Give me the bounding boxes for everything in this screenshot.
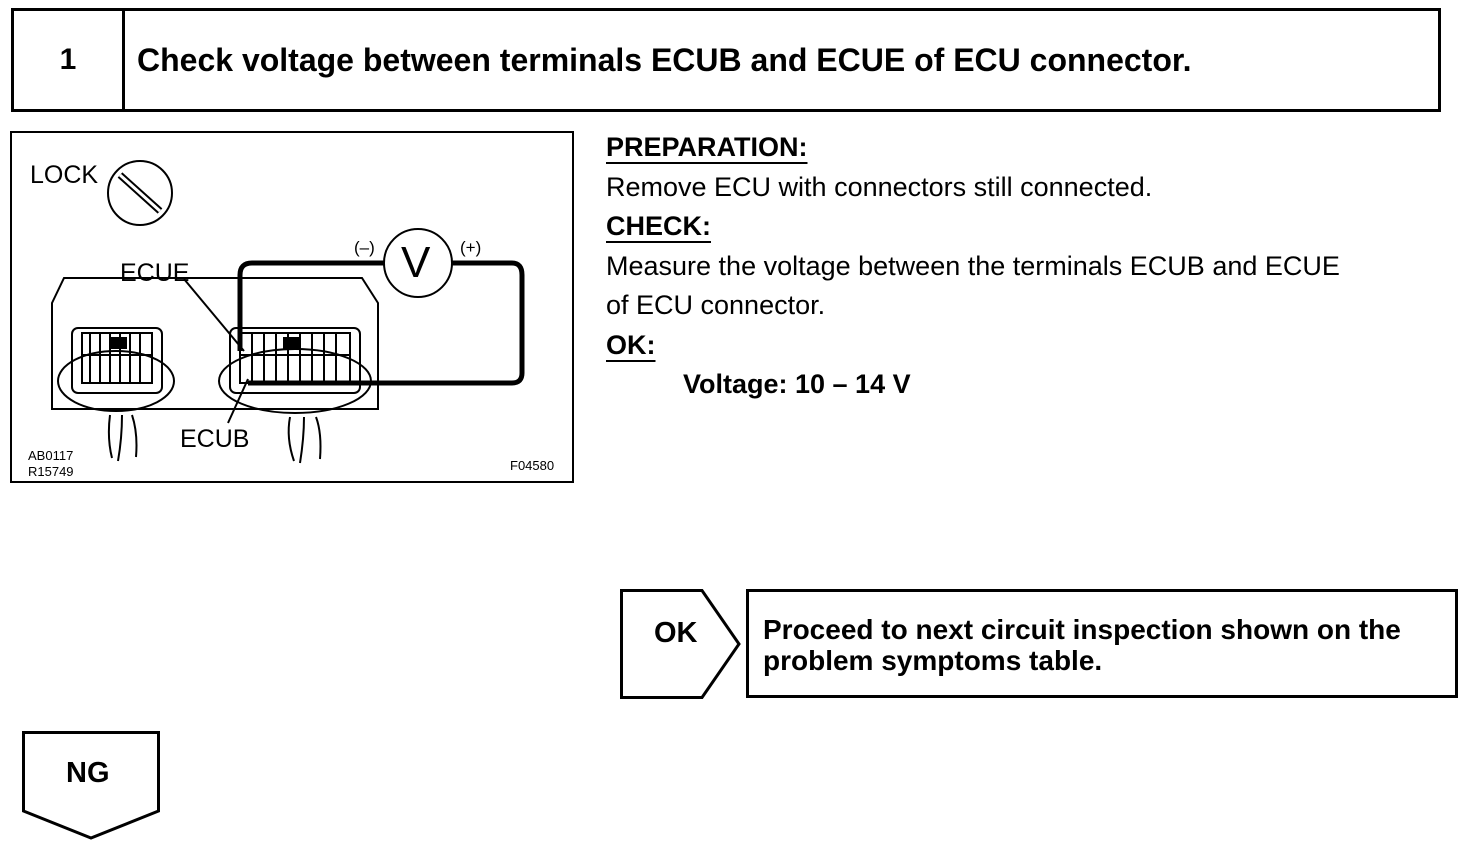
ref-code-1: AB0117	[28, 448, 74, 463]
ok-tag-label: OK	[654, 617, 698, 649]
ng-branch-tag: NG	[22, 731, 160, 841]
connector-illustration: LOCK ECUE ECUB V (–) (+) AB0117 R15749 F…	[10, 131, 574, 483]
ecu-case	[51, 277, 379, 410]
ecub-label: ECUB	[180, 425, 250, 453]
down-arrow-tag-icon	[22, 731, 160, 840]
ok-branch-tag: OK	[620, 589, 742, 699]
check-text-line1: Measure the voltage between the terminal…	[606, 250, 1340, 281]
ok-action-line1: Proceed to next circuit inspection shown…	[763, 614, 1401, 645]
lock-icon	[107, 160, 173, 226]
ng-tag-label: NG	[66, 757, 110, 789]
preparation-text: Remove ECU with connectors still connect…	[606, 171, 1153, 202]
instructions: PREPARATION: Remove ECU with connectors …	[606, 128, 1340, 405]
preparation-heading: PREPARATION:	[606, 132, 808, 162]
check-heading: CHECK:	[606, 211, 711, 241]
step-title: Check voltage between terminals ECUB and…	[137, 41, 1192, 78]
ok-action-line2: problem symptoms table.	[763, 645, 1103, 676]
ok-spec: Voltage: 10 – 14 V	[683, 369, 911, 399]
voltmeter-symbol: V	[401, 238, 431, 287]
step-number: 1	[14, 11, 125, 109]
figure-code: F04580	[510, 458, 555, 473]
left-connector	[57, 327, 175, 462]
ok-action-box: Proceed to next circuit inspection shown…	[746, 589, 1458, 698]
ecu-diagram	[51, 160, 525, 464]
ok-heading: OK:	[606, 329, 656, 360]
right-connector	[218, 327, 372, 464]
negative-lead-label: (–)	[354, 238, 375, 257]
ref-code-2: R15749	[28, 464, 74, 479]
positive-lead-label: (+)	[460, 238, 482, 257]
right-arrow-tag-icon	[620, 589, 741, 699]
ecue-label: ECUE	[120, 259, 190, 287]
step-header: 1 Check voltage between terminals ECUB a…	[11, 8, 1441, 112]
lock-label: LOCK	[30, 161, 99, 189]
check-text-line2: of ECU connector.	[606, 290, 826, 320]
